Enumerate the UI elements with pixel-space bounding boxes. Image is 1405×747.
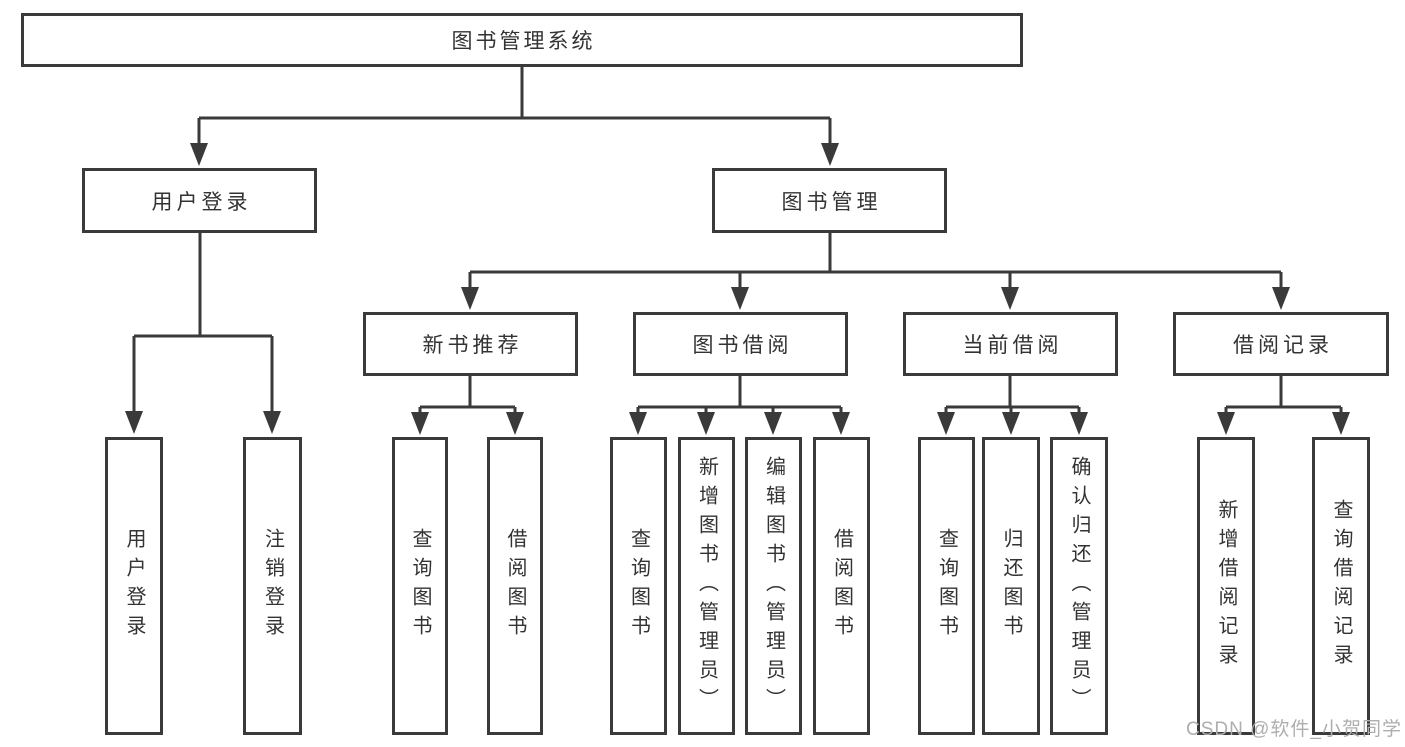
leaf-query-borrow-record: 查询借阅记录 (1312, 437, 1370, 735)
leaf-return-books: 归还图书 (982, 437, 1040, 735)
leaf-borrow-books-recommend: 借阅图书 (487, 437, 543, 735)
node-current-borrowing: 当前借阅 (903, 312, 1118, 376)
node-book-borrowing: 图书借阅 (633, 312, 848, 376)
node-new-book-recommendation: 新书推荐 (363, 312, 578, 376)
csdn-watermark: CSDN @软件_小贺同学 (1186, 719, 1402, 740)
leaf-add-books-admin: 新增图书（管理员） (678, 437, 735, 735)
node-borrowing-records: 借阅记录 (1173, 312, 1389, 376)
node-user-login: 用户登录 (82, 168, 317, 233)
arrowhead-icons (125, 143, 1350, 435)
leaf-query-books-recommend: 查询图书 (392, 437, 448, 735)
leaf-confirm-return-admin: 确认归还（管理员） (1050, 437, 1108, 735)
leaf-logout: 注销登录 (243, 437, 302, 735)
node-library-system: 图书管理系统 (21, 13, 1023, 67)
leaf-query-books-borrow: 查询图书 (610, 437, 667, 735)
leaf-query-books-current: 查询图书 (918, 437, 975, 735)
leaf-edit-books-admin: 编辑图书（管理员） (745, 437, 802, 735)
leaf-borrow-books: 借阅图书 (813, 437, 870, 735)
leaf-add-borrow-record: 新增借阅记录 (1197, 437, 1255, 735)
leaf-user-login: 用户登录 (105, 437, 163, 735)
node-book-management: 图书管理 (712, 168, 947, 233)
